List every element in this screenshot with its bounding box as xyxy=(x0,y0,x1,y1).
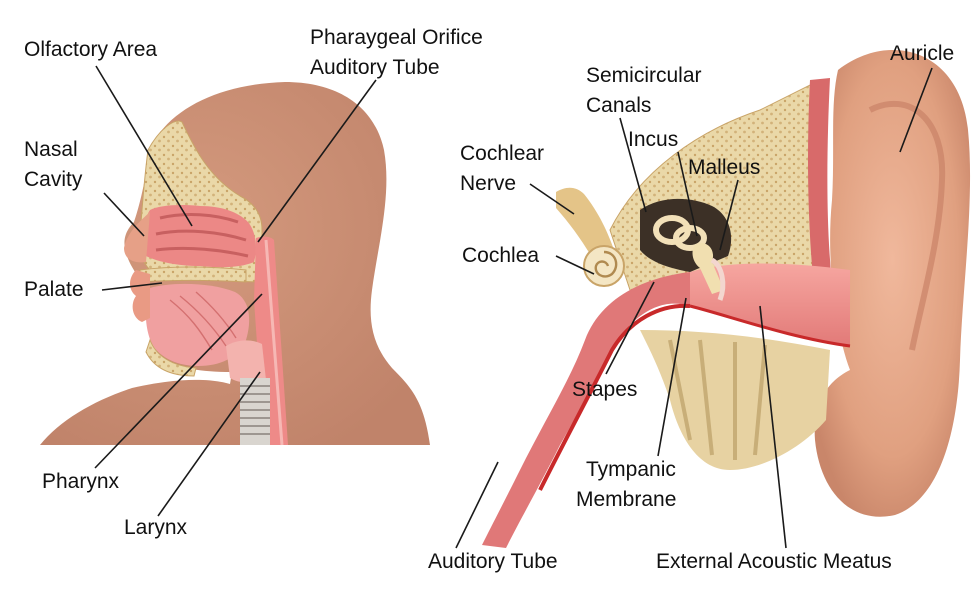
leader-stapes xyxy=(605,281,655,375)
label-olfactory-area: Olfactory Area xyxy=(24,38,158,61)
tongue xyxy=(145,283,250,366)
label-nasal-cavity-line1: Nasal xyxy=(24,138,78,161)
trachea xyxy=(240,378,270,445)
leader-larynx xyxy=(157,371,261,517)
lips xyxy=(130,270,150,322)
leader-auricle xyxy=(899,67,933,153)
cochlea-shape xyxy=(583,245,625,287)
leader-auditory-tube xyxy=(455,461,499,549)
label-pharyngeal-orifice-line1: Pharaygeal Orifice xyxy=(310,26,483,49)
jaw-bone xyxy=(145,338,197,377)
label-semicircular-canals-line2: Canals xyxy=(586,94,652,117)
label-palate: Palate xyxy=(24,278,84,301)
ossicles-shape xyxy=(692,243,724,294)
leader-cochlea xyxy=(555,255,595,275)
leader-nasal-cavity xyxy=(103,192,145,237)
ear-section xyxy=(482,50,971,548)
label-auricle: Auricle xyxy=(890,42,955,65)
leader-lines xyxy=(94,65,933,549)
leader-external-acoustic-meatus xyxy=(759,305,787,549)
leader-cochlear-nerve xyxy=(529,183,575,215)
label-stapes: Stapes xyxy=(572,378,638,401)
label-larynx: Larynx xyxy=(124,516,188,539)
label-pharyngeal-orifice-line2: Auditory Tube xyxy=(310,56,440,79)
label-tympanic-membrane-line1: Tympanic xyxy=(586,458,676,481)
label-tympanic-membrane-line2: Membrane xyxy=(576,488,677,511)
tympanic-membrane-shape xyxy=(710,257,726,301)
leader-pharyngeal-orifice xyxy=(257,79,377,243)
leader-semicircular-canals xyxy=(619,117,647,213)
leader-palate xyxy=(101,282,163,291)
label-malleus: Malleus xyxy=(688,156,761,179)
auditory-tube-shape xyxy=(482,272,690,548)
label-semicircular-canals-line1: Semicircular xyxy=(586,64,702,87)
label-external-acoustic-meatus: External Acoustic Meatus xyxy=(656,550,892,573)
nose xyxy=(124,212,150,263)
head-section xyxy=(40,82,430,446)
label-incus: Incus xyxy=(628,128,679,151)
skin-stripe xyxy=(808,78,834,306)
label-auditory-tube: Auditory Tube xyxy=(428,550,558,573)
leader-tympanic-membrane xyxy=(657,297,687,457)
label-pharynx: Pharynx xyxy=(42,470,120,493)
ear-canal xyxy=(690,263,850,346)
larynx-shape xyxy=(226,340,266,383)
label-nasal-cavity-line2: Cavity xyxy=(24,168,83,191)
leader-olfactory-area xyxy=(95,65,193,227)
leader-incus xyxy=(677,151,698,237)
leader-pharynx xyxy=(94,293,263,469)
label-cochlea: Cochlea xyxy=(462,244,540,267)
palate-bone xyxy=(139,266,247,283)
label-cochlear-nerve-line1: Cochlear xyxy=(460,142,545,165)
label-cochlear-nerve-line2: Nerve xyxy=(460,172,517,195)
semicircular-canals-shape xyxy=(653,215,707,251)
leader-malleus xyxy=(719,179,739,251)
auricle-shape xyxy=(814,50,971,517)
